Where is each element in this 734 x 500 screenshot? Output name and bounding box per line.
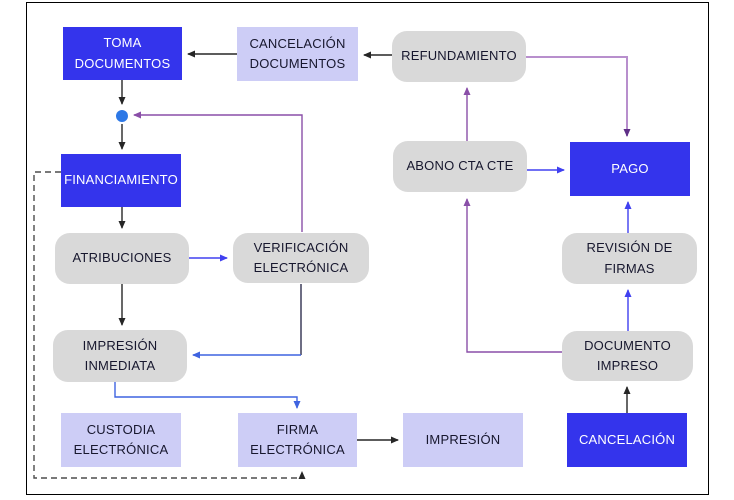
node-cancelacion-documentos-label: CANCELACIÓN DOCUMENTOS bbox=[249, 35, 346, 71]
node-cancelacion: CANCELACIÓN bbox=[567, 413, 687, 467]
edge-verificacion-to-dot bbox=[133, 111, 303, 232]
node-refundamiento: REFUNDAMIENTO bbox=[392, 31, 526, 82]
node-documento-impreso: DOCUMENTO IMPRESO bbox=[562, 331, 693, 381]
node-refundamiento-label: REFUNDAMIENTO bbox=[401, 48, 517, 64]
node-financiamiento: FINANCIAMIENTO bbox=[61, 154, 181, 207]
node-revision-de-firmas-label: REVISIÓN DE FIRMAS bbox=[586, 240, 673, 276]
node-financiamiento-label: FINANCIAMIENTO bbox=[64, 172, 178, 188]
node-firma-electronica-label: FIRMA ELECTRÓNICA bbox=[250, 421, 345, 457]
node-documento-impreso-label: DOCUMENTO IMPRESO bbox=[584, 337, 671, 373]
node-verificacion-electronica-label: VERIFICACIÓN ELECTRÓNICA bbox=[253, 239, 349, 275]
edge-impresioninmediata-to-firma bbox=[114, 382, 301, 409]
node-atribuciones: ATRIBUCIONES bbox=[55, 233, 189, 284]
node-atribuciones-label: ATRIBUCIONES bbox=[72, 250, 172, 266]
node-verificacion-electronica: VERIFICACIÓN ELECTRÓNICA bbox=[233, 233, 369, 283]
node-abono-cta-cte: ABONO CTA CTE bbox=[393, 141, 527, 192]
node-impresion-label: IMPRESIÓN bbox=[425, 431, 501, 447]
node-custodia-electronica: CUSTODIA ELECTRÓNICA bbox=[61, 413, 181, 467]
node-toma-documentos: TOMA DOCUMENTOS bbox=[63, 27, 182, 80]
edge-documentoimpreso-to-abono bbox=[463, 198, 562, 353]
node-impresion-inmediata-label: IMPRESIÓN INMEDIATA bbox=[82, 337, 158, 373]
node-abono-cta-cte-label: ABONO CTA CTE bbox=[406, 158, 514, 174]
node-cancelacion-documentos: CANCELACIÓN DOCUMENTOS bbox=[237, 27, 358, 81]
node-toma-documentos-label: TOMA DOCUMENTOS bbox=[74, 35, 171, 71]
node-pago-label: PAGO bbox=[611, 160, 649, 176]
node-firma-electronica: FIRMA ELECTRÓNICA bbox=[238, 413, 357, 467]
edge-refundamiento-to-pago bbox=[526, 56, 631, 137]
node-impresion-inmediata: IMPRESIÓN INMEDIATA bbox=[53, 330, 187, 382]
diagram-frame bbox=[26, 2, 709, 495]
edge-financiamiento-to-firma-dashed bbox=[33, 171, 306, 479]
junction-dot bbox=[116, 110, 128, 122]
node-custodia-electronica-label: CUSTODIA ELECTRÓNICA bbox=[73, 421, 169, 457]
node-impresion: IMPRESIÓN bbox=[403, 413, 523, 467]
node-cancelacion-label: CANCELACIÓN bbox=[578, 431, 676, 447]
node-pago: PAGO bbox=[570, 142, 690, 196]
node-revision-de-firmas: REVISIÓN DE FIRMAS bbox=[562, 233, 697, 284]
